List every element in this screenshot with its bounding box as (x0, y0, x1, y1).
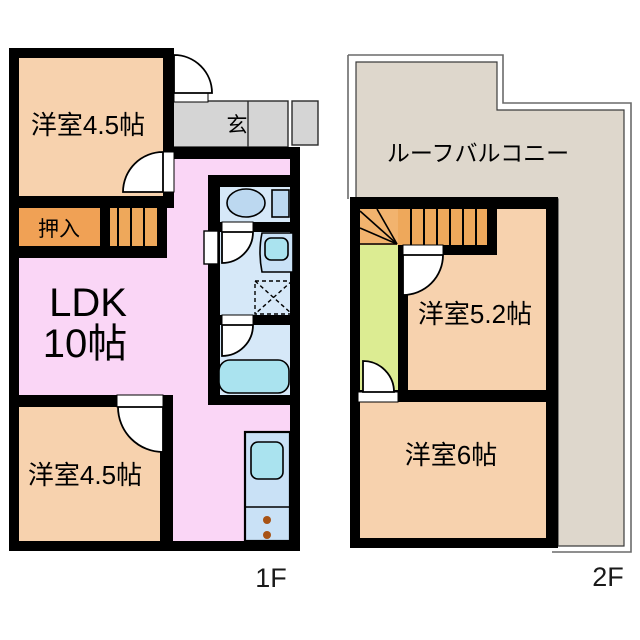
label-bedroom-bottom-1f: 洋室4.5帖 (28, 460, 142, 490)
label-bedroom-top-1f: 洋室4.5帖 (31, 110, 145, 140)
floor-fills-2f (359, 208, 546, 538)
label-bedroom-52: 洋室5.2帖 (418, 299, 532, 329)
burner-dot-icon (263, 531, 271, 539)
bedroom-6-floor (360, 402, 546, 538)
label-entrance: 玄 (227, 114, 248, 137)
label-floor-1f: 1F (255, 563, 287, 593)
toilet-door (221, 221, 254, 264)
label-roof-balcony: ルーフバルコニー (387, 140, 569, 166)
label-ldk: LDK (49, 281, 127, 325)
entrance-area (165, 100, 319, 148)
toilet-icon (226, 188, 290, 218)
bathroom-door (221, 314, 254, 357)
stairs-2f (359, 208, 487, 245)
bedroom-bottom-door (116, 394, 164, 453)
washbasin-icon (259, 232, 294, 273)
walls-1f (9, 48, 300, 551)
washer-space-icon (254, 280, 293, 315)
front-door (173, 54, 213, 103)
bedroom-6-door (357, 360, 399, 403)
bedroom-52-door (402, 244, 444, 296)
burner-dot-icon (263, 516, 271, 524)
walls-2f (350, 197, 558, 548)
bathtub-icon (218, 359, 290, 394)
doors (116, 54, 444, 453)
label-floor-2f: 2F (592, 562, 624, 592)
label-closet: 押入 (38, 218, 80, 241)
kitchen-counter (243, 430, 292, 543)
kitchen-sink-icon (250, 441, 284, 480)
bedroom-top-door (122, 151, 175, 193)
fixtures-1f (218, 188, 294, 543)
stairs-1f (110, 208, 157, 246)
label-ldk-size: 10帖 (43, 322, 128, 366)
washroom-sliding-door (203, 230, 219, 265)
entrance-porch (291, 100, 319, 146)
label-bedroom-6: 洋室6帖 (405, 440, 497, 470)
closet-floor (19, 208, 100, 246)
